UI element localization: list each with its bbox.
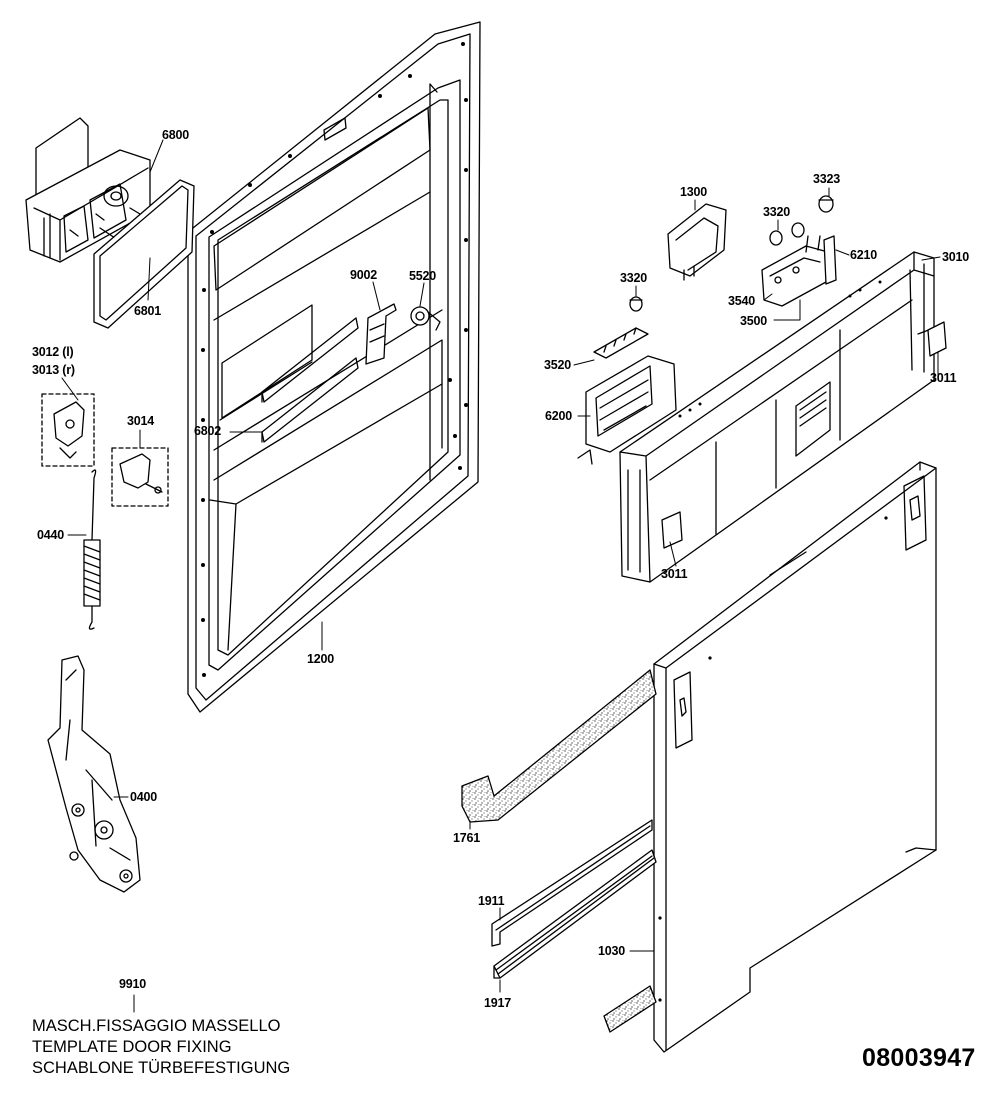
part-label-9910: 9910	[119, 977, 147, 991]
part-label-6800: 6800	[162, 128, 190, 142]
part-label-3500: 3500	[740, 314, 768, 328]
foam-strip-1761	[461, 669, 657, 823]
part-label-3540: 3540	[728, 294, 756, 308]
outer-door-panel-1030	[653, 461, 937, 1053]
part-label-1030: 1030	[598, 944, 626, 958]
part-label-3013: 3013 (r)	[32, 363, 75, 377]
electronic-module-6200	[577, 355, 677, 465]
part-label-9002: 9002	[350, 268, 378, 282]
connector-6210	[823, 235, 837, 285]
knob-3323	[818, 195, 834, 213]
part-label-3011-b: 3011	[661, 567, 688, 581]
seal-strip-1917	[493, 849, 657, 979]
dispenser-6800	[25, 117, 151, 263]
template-note: MASCH.FISSAGGIO MASSELLO TEMPLATE DOOR F…	[32, 1016, 290, 1079]
inner-door-frame-1200	[187, 21, 481, 713]
part-label-3014: 3014	[127, 414, 155, 428]
part-label-3011-a: 3011	[930, 371, 957, 385]
foam-strip-lower	[603, 985, 657, 1033]
part-label-0400: 0400	[130, 790, 158, 804]
part-label-1200: 1200	[307, 652, 335, 666]
part-label-6210: 6210	[850, 248, 878, 262]
part-label-1917: 1917	[484, 996, 512, 1010]
drawing-number: 08003947	[862, 1044, 976, 1072]
part-label-6200: 6200	[545, 409, 573, 423]
part-label-1761: 1761	[453, 831, 481, 845]
part-label-6802: 6802	[194, 424, 222, 438]
template-note-line-1: MASCH.FISSAGGIO MASSELLO	[32, 1017, 281, 1035]
switch-1300	[667, 203, 727, 281]
knob-3320-b	[769, 222, 805, 246]
part-label-3320-b: 3320	[763, 205, 791, 219]
part-label-0440: 0440	[37, 528, 65, 542]
part-label-6801: 6801	[134, 304, 162, 318]
part-label-3320-a: 3320	[620, 271, 648, 285]
leader-lines	[61, 139, 941, 1013]
hinge-0400	[47, 655, 141, 893]
template-note-line-3: SCHABLONE TÜRBEFESTIGUNG	[32, 1059, 291, 1077]
part-label-3323: 3323	[813, 172, 841, 186]
part-label-5520: 5520	[409, 269, 437, 283]
door-catch-3012-3013	[41, 393, 95, 467]
knob-3320-a	[629, 296, 643, 312]
part-label-1300: 1300	[680, 185, 708, 199]
control-panel-3010	[619, 251, 947, 583]
spring-0440	[83, 469, 101, 630]
bracket-3014	[111, 447, 169, 507]
cover-3520	[593, 327, 649, 359]
seal-strip-1911	[491, 819, 653, 947]
part-label-3010: 3010	[942, 250, 970, 264]
part-label-1911: 1911	[478, 894, 505, 908]
part-label-3012: 3012 (l)	[32, 345, 74, 359]
switch-block-3500	[761, 235, 829, 307]
template-note-line-2: TEMPLATE DOOR FIXING	[32, 1038, 232, 1056]
seal-6801	[93, 179, 195, 329]
part-label-3520: 3520	[544, 358, 572, 372]
